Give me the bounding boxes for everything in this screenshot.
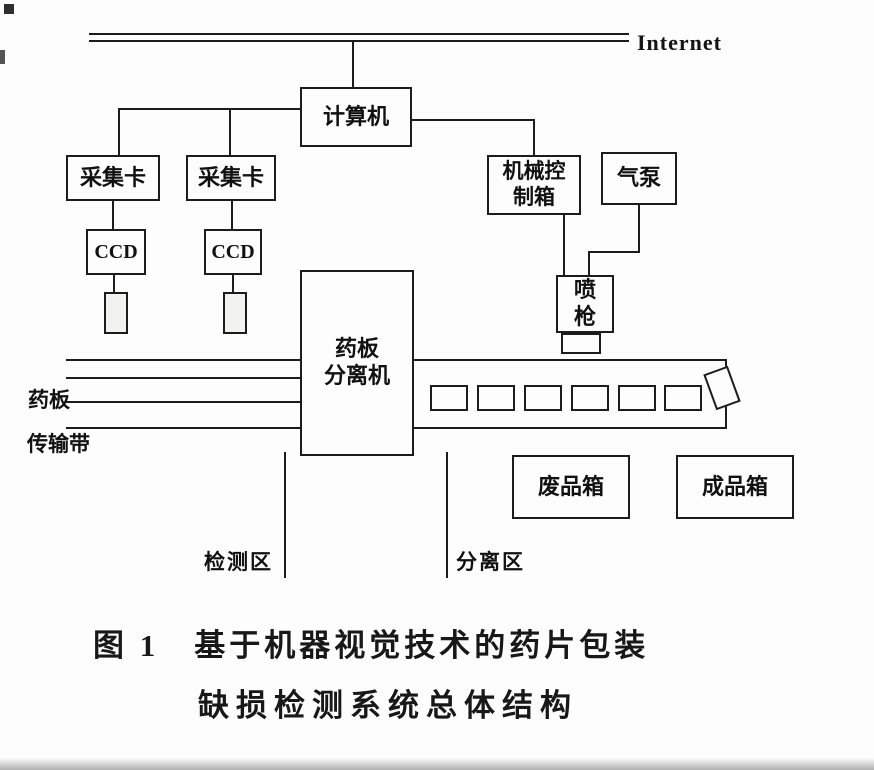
wire-ccd-to-lens-left [113,275,115,293]
wire-to-capture-card-right [229,108,231,156]
wire-internet-to-computer [352,42,354,87]
wire-pump-to-spray-gun [588,251,590,275]
pill-pack [477,385,515,411]
camera-lens-right [223,292,247,334]
computer-box: 计算机 [300,87,412,147]
separator-label-line1: 药板 [334,336,379,362]
detection-zone-line [284,452,286,578]
pill-pack [664,385,702,411]
conveyor-line-right-top [412,359,727,361]
spray-gun-label-line1: 喷 [573,277,596,303]
control-box-label-line2: 制箱 [513,185,555,209]
wire-card-to-ccd-left [112,201,114,229]
pill-pack [571,385,609,411]
ccd-right-label: CCD [211,240,255,263]
conveyor-label: 传输带 [27,432,90,456]
pill-board-label: 药板 [28,388,70,412]
pill-pack-tilted [703,365,741,411]
ccd-right-box: CCD [204,229,262,275]
wire-to-control-box [533,119,535,155]
ccd-left-box: CCD [86,229,146,275]
conveyor-line-left-2 [66,377,306,379]
separation-zone-line [446,452,448,578]
spray-gun-nozzle [561,333,601,354]
pill-pack [618,385,656,411]
wire-computer-left [118,108,302,110]
air-pump-label: 气泵 [616,165,661,191]
finished-box-label: 成品箱 [701,473,768,499]
internet-bus-line-bottom [89,40,629,42]
pill-pack [430,385,468,411]
capture-card-left-box: 采集卡 [66,155,160,201]
separator-box: 药板 分离机 [300,270,414,456]
conveyor-line-left-4 [66,427,306,429]
spray-gun-label-line2: 枪 [573,304,596,329]
separation-zone-label: 分离区 [456,550,525,574]
control-box-label-line1: 机械控 [502,159,566,184]
conveyor-line-right-bottom [412,427,727,429]
scan-bottom-shadow [0,758,874,770]
spray-gun-box: 喷 枪 [556,275,614,333]
figure-caption-line2: 缺损检测系统总体结构 [198,688,578,723]
scan-speck [4,4,14,14]
wire-card-to-ccd-right [231,201,233,229]
wire-to-capture-card-left [118,108,120,156]
wire-pump-down [638,205,640,253]
air-pump-box: 气泵 [601,152,677,205]
scan-speck [0,50,5,64]
ccd-left-label: CCD [94,240,138,263]
separator-label-line2: 分离机 [323,363,390,388]
figure-caption-line1: 图 1 基于机器视觉技术的药片包装 [93,628,650,663]
computer-label: 计算机 [322,103,389,129]
finished-box: 成品箱 [676,455,794,519]
control-box: 机械控 制箱 [487,155,581,215]
wire-computer-right [412,119,535,121]
conveyor-line-left-3 [66,401,306,403]
capture-card-right-label: 采集卡 [197,164,264,190]
wire-pump-horizontal [588,251,640,253]
pill-pack [524,385,562,411]
wire-ccd-to-lens-right [232,275,234,293]
camera-lens-left [104,292,128,334]
reject-box-label: 废品箱 [537,473,604,499]
internet-label: Internet [637,30,722,55]
capture-card-left-label: 采集卡 [79,164,146,190]
wire-control-to-spray-gun [563,215,565,275]
internet-bus-line-top [89,33,629,35]
capture-card-right-box: 采集卡 [186,155,276,201]
detection-zone-label: 检测区 [204,550,273,574]
reject-box: 废品箱 [512,455,630,519]
conveyor-line-left-1 [66,359,306,361]
